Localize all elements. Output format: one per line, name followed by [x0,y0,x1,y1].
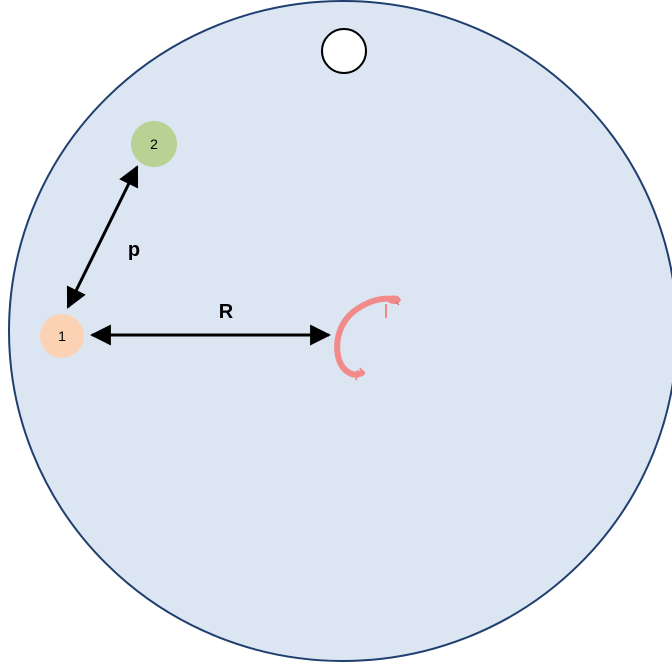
escape-hole [321,28,367,74]
node-1-label: 1 [58,328,66,344]
p-distance-arrow [66,165,139,309]
node-2-circle [131,121,177,167]
node-1: 1 [40,314,84,358]
node-2-label: 2 [150,136,158,152]
R-distance-label: R [219,301,234,323]
rodent-figure [334,295,401,381]
node-1-circle [40,314,84,358]
node-2: 2 [131,121,177,167]
p-distance-label: p [128,239,140,261]
